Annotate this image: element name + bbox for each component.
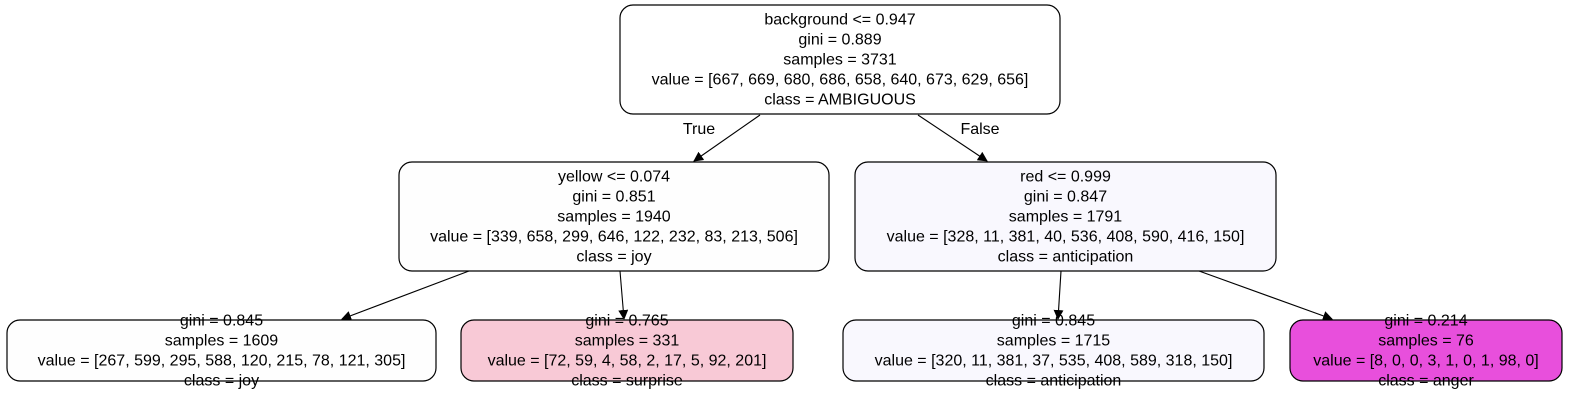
node-line: value = [8, 0, 0, 3, 1, 0, 1, 98, 0]	[1313, 353, 1538, 370]
tree-node-n3: gini = 0.845 samples = 1609 value = [267, …	[6, 313, 437, 390]
node-line: yellow <= 0.074	[558, 169, 670, 186]
node-box	[460, 319, 794, 382]
node-box	[398, 161, 830, 272]
edge-label-true: True	[683, 121, 715, 138]
node-line: samples = 331	[575, 333, 680, 350]
edge-n2-n6	[1198, 270, 1333, 321]
edge-n1-n4	[618, 270, 629, 320]
node-line: gini = 0.845	[1012, 313, 1095, 330]
node-line: samples = 1715	[997, 333, 1111, 350]
edges-layer: True False	[341, 114, 1333, 321]
node-line: samples = 1609	[165, 333, 279, 350]
node-box	[619, 4, 1061, 115]
edge-root-n1	[693, 114, 761, 162]
node-line: class = surprise	[571, 373, 683, 390]
node-box	[854, 161, 1277, 272]
node-line: class = joy	[184, 373, 259, 390]
tree-node-n4: gini = 0.765 samples = 331 value = [72, 59…	[460, 313, 794, 390]
node-box	[842, 319, 1265, 382]
node-line: samples = 3731	[783, 52, 897, 69]
node-line: gini = 0.851	[572, 189, 655, 206]
node-line: gini = 0.214	[1384, 313, 1467, 330]
node-line: class = joy	[576, 249, 651, 266]
node-line: gini = 0.765	[585, 313, 668, 330]
node-line: value = [320, 11, 381, 37, 535, 408, 589…	[875, 353, 1233, 370]
edge-n1-n3	[341, 270, 470, 321]
node-line: value = [72, 59, 4, 58, 2, 17, 5, 92, 20…	[488, 353, 767, 370]
node-line: samples = 1791	[1009, 209, 1123, 226]
node-line: samples = 76	[1378, 333, 1474, 350]
node-line: value = [267, 599, 295, 588, 120, 215, 7…	[38, 353, 406, 370]
node-line: value = [339, 658, 299, 646, 122, 232, 8…	[430, 229, 798, 246]
node-box	[6, 319, 437, 382]
node-line: class = anticipation	[998, 249, 1134, 266]
node-box	[1289, 319, 1563, 382]
tree-node-n6: gini = 0.214 samples = 76 value = [8, 0, 0…	[1289, 313, 1563, 390]
tree-node-root: background <= 0.947 gini = 0.889 samples =…	[619, 4, 1061, 115]
node-line: samples = 1940	[557, 209, 671, 226]
edge-label-false: False	[960, 121, 999, 138]
node-line: class = anger	[1378, 373, 1474, 390]
node-line: red <= 0.999	[1020, 169, 1111, 186]
node-line: background <= 0.947	[764, 12, 915, 29]
tree-node-n1: yellow <= 0.074 gini = 0.851 samples = 194…	[398, 161, 830, 272]
node-line: class = anticipation	[986, 373, 1122, 390]
nodes-layer: background <= 0.947 gini = 0.889 samples =…	[6, 4, 1563, 390]
edge-root-n2	[917, 114, 988, 162]
node-line: gini = 0.889	[798, 32, 881, 49]
node-line: gini = 0.847	[1024, 189, 1107, 206]
node-line: value = [328, 11, 381, 40, 536, 408, 590…	[887, 229, 1245, 246]
tree-node-n2: red <= 0.999 gini = 0.847 samples = 1791 va…	[854, 161, 1277, 272]
edge-n2-n5	[1053, 270, 1064, 320]
node-line: value = [667, 669, 680, 686, 658, 640, 6…	[652, 72, 1029, 89]
node-line: class = AMBIGUOUS	[764, 92, 916, 109]
node-line: gini = 0.845	[180, 313, 263, 330]
tree-node-n5: gini = 0.845 samples = 1715 value = [320, …	[842, 313, 1265, 390]
